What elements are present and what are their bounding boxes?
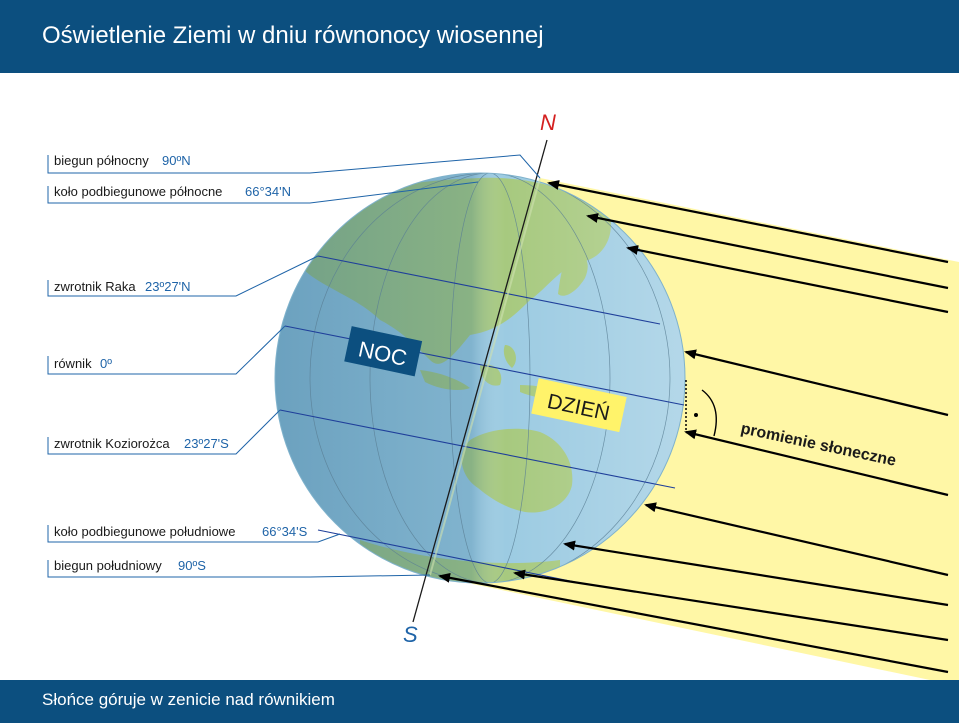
zenith-angle-arc — [701, 389, 717, 437]
sun-ray — [563, 540, 949, 607]
label-arctic-circle: koło podbiegunowe północne — [54, 184, 222, 199]
zenith-angle-dot — [694, 413, 698, 417]
value-equator: 0º — [100, 356, 112, 371]
value-antarctic-circle: 66°34'S — [262, 524, 308, 539]
label-antarctic-circle: koło podbiegunowe południowe — [54, 524, 235, 539]
footer-caption: Słońce góruje w zenicie nad równikiem — [42, 690, 335, 709]
night-box: NOC — [344, 326, 423, 377]
continents — [275, 173, 685, 583]
label-south-pole: biegun południowy — [54, 558, 162, 573]
label-north-pole: biegun północny — [54, 153, 149, 168]
value-tropic-cancer: 23º27'N — [145, 279, 191, 294]
value-tropic-capricorn: 23º27'S — [184, 436, 229, 451]
pole-south-label: S — [403, 622, 418, 647]
sun-ray — [586, 213, 949, 290]
header-bar: Oświetlenie Ziemi w dniu równonocy wiose… — [0, 0, 959, 73]
label-equator: równik — [54, 356, 92, 371]
leader-lines — [47, 154, 541, 578]
pole-north-label: N — [540, 110, 556, 135]
value-north-pole: 90ºN — [162, 153, 191, 168]
sun-ray — [684, 349, 949, 417]
sun-ray — [626, 245, 949, 314]
globe — [274, 172, 686, 584]
earth-axis — [412, 139, 548, 623]
latitude-lines — [279, 255, 685, 585]
label-tropic-cancer: zwrotnik Raka — [54, 279, 136, 294]
sun-ray — [547, 180, 949, 264]
sun-ray — [513, 569, 949, 642]
sun-ray — [644, 502, 949, 577]
page-title: Oświetlenie Ziemi w dniu równonocy wiose… — [42, 22, 544, 49]
value-arctic-circle: 66°34'N — [245, 184, 291, 199]
terminator-line — [429, 177, 541, 576]
sun-ray — [684, 429, 949, 497]
sun-rays — [438, 180, 949, 674]
label-tropic-capricorn: zwrotnik Koziorożca — [54, 436, 170, 451]
footer-bar: Słońce góruje w zenicie nad równikiem — [0, 680, 959, 723]
value-south-pole: 90ºS — [178, 558, 206, 573]
left-labels: biegun północny 90ºN koło podbiegunowe p… — [54, 153, 308, 573]
sun-ray — [438, 572, 949, 674]
meridians — [309, 173, 671, 583]
